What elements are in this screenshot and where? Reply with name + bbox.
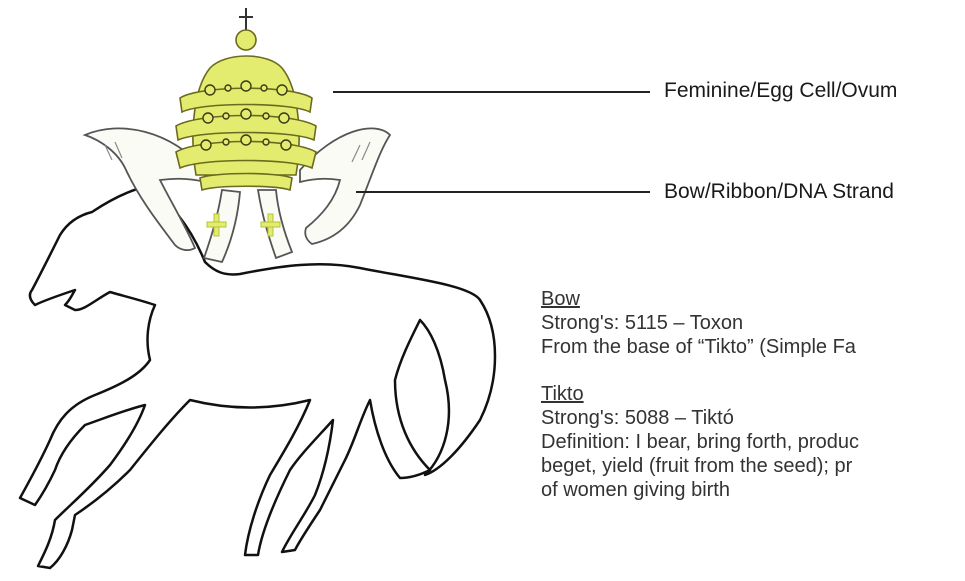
tikto-definition-line-1: Definition: I bear, bring forth, produc	[541, 430, 859, 454]
tikto-definition-line-3: of women giving birth	[541, 478, 859, 502]
label-feminine: Feminine/Egg Cell/Ovum	[664, 79, 897, 103]
definitions-text: Bow Strong's: 5115 – Toxon From the base…	[541, 287, 859, 502]
tiara-crown	[176, 8, 316, 190]
tikto-definition-line-2: beget, yield (fruit from the seed); pr	[541, 454, 859, 478]
tikto-strongs-line: Strong's: 5088 – Tiktó	[541, 406, 859, 430]
bow-base-line: From the base of “Tikto” (Simple Fa	[541, 335, 859, 359]
label-bow-ribbon: Bow/Ribbon/DNA Strand	[664, 180, 894, 204]
term-bow: Bow	[541, 287, 859, 311]
horse-outline	[20, 186, 495, 568]
cross-marks	[207, 214, 280, 236]
bow-strongs-line: Strong's: 5115 – Toxon	[541, 311, 859, 335]
term-tikto: Tikto	[541, 382, 859, 406]
